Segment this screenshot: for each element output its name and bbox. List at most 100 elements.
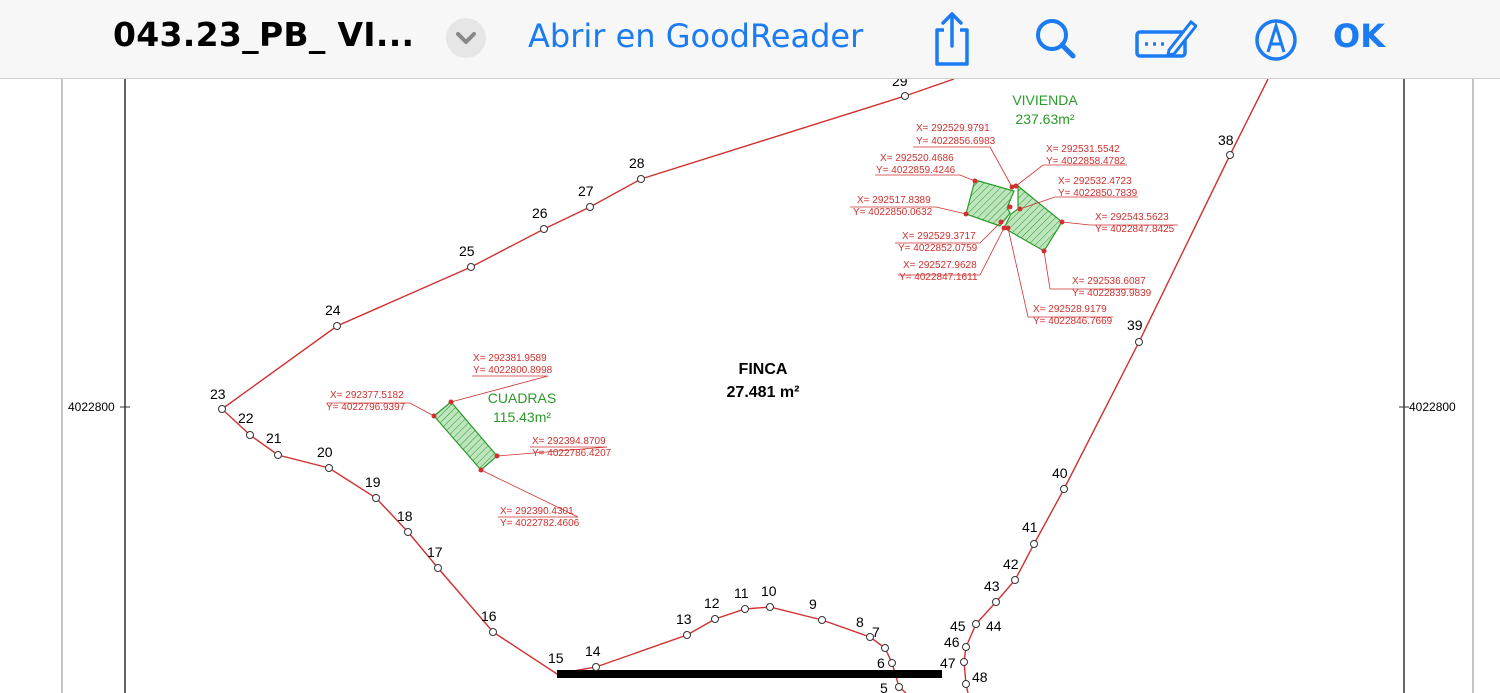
- point-16: 16: [481, 608, 497, 636]
- svg-text:18: 18: [397, 508, 413, 524]
- svg-text:40: 40: [1052, 465, 1068, 481]
- vivienda-coord-5-x: X= 292527.9628: [903, 260, 977, 271]
- point-48: 48: [962, 669, 988, 688]
- share-icon: [935, 12, 969, 66]
- svg-text:41: 41: [1022, 519, 1038, 535]
- title-menu-button[interactable]: [446, 18, 486, 58]
- vivienda-coord-10-y: Y= 4022846.7669: [1033, 316, 1113, 327]
- markup-button[interactable]: [1253, 10, 1301, 68]
- cuadras-coord-3-y: Y= 4022786.4207: [532, 448, 612, 459]
- point-5: 5: [880, 680, 903, 693]
- parcel-boundary: [220, 79, 955, 693]
- point-26: 26: [532, 205, 548, 233]
- svg-text:7: 7: [872, 624, 880, 640]
- vivienda-coord-1-y: Y= 4022856.6983: [916, 136, 996, 147]
- point-44: 44: [972, 618, 1002, 634]
- svg-text:12: 12: [704, 595, 720, 611]
- vivienda-leader-lines: [850, 146, 1178, 318]
- cuadras-coord-4-y: Y= 4022782.4606: [500, 518, 580, 529]
- point-18: 18: [397, 508, 413, 536]
- svg-text:38: 38: [1218, 132, 1234, 148]
- svg-text:6: 6: [877, 655, 885, 671]
- svg-text:5: 5: [880, 680, 888, 693]
- cuadras-leader-lines: [327, 375, 608, 518]
- point-20: 20: [317, 444, 333, 472]
- svg-text:25: 25: [459, 243, 475, 259]
- search-button[interactable]: [1030, 10, 1080, 68]
- vivienda-coord-3-y: Y= 4022850.0632: [853, 207, 933, 218]
- vivienda-hatch-b: [1004, 186, 1062, 251]
- point-6: 6: [877, 655, 896, 671]
- svg-text:20: 20: [317, 444, 333, 460]
- point-23: 23: [210, 386, 226, 413]
- vivienda-area: 237.63m²: [1015, 111, 1074, 127]
- cuadras-coord-4-x: X= 292390.4301: [500, 506, 574, 517]
- svg-text:42: 42: [1003, 556, 1019, 572]
- finca-label: FINCA: [739, 361, 788, 378]
- cuadras-coord-2-x: X= 292377.5182: [330, 390, 404, 401]
- toolbar: 043.23_PB_ VI... Abrir en GoodReader: [0, 0, 1500, 79]
- document-title[interactable]: 043.23_PB_ VI...: [113, 15, 415, 54]
- vivienda-coord-5-y: Y= 4022847.1611: [899, 272, 978, 283]
- grid-coordinate-left: 4022800: [68, 400, 115, 414]
- vivienda-vertex-markers: [963, 178, 1065, 254]
- vivienda-coord-1-x: X= 292529.9791: [916, 123, 990, 134]
- point-46: 46: [944, 634, 970, 651]
- svg-text:13: 13: [676, 611, 692, 627]
- svg-text:46: 46: [944, 634, 960, 650]
- share-button[interactable]: [927, 10, 977, 68]
- vivienda-hatch-a: [966, 180, 1014, 226]
- markup-icon: [1255, 19, 1297, 61]
- svg-text:44: 44: [986, 618, 1002, 634]
- cuadras-label: CUADRAS: [488, 390, 556, 406]
- point-41: 41: [1022, 519, 1038, 548]
- vivienda-coord-9-x: X= 292536.6087: [1072, 276, 1146, 287]
- svg-text:47: 47: [940, 655, 956, 671]
- svg-text:8: 8: [856, 614, 864, 630]
- svg-text:21: 21: [266, 430, 282, 446]
- open-in-goodreader-link[interactable]: Abrir en GoodReader: [528, 17, 864, 55]
- point-27: 27: [578, 183, 594, 211]
- vivienda-coord-8-y: Y= 4022847.8425: [1095, 224, 1175, 235]
- chevron-down-icon: [456, 32, 476, 44]
- cuadras-vertex-markers: [431, 399, 500, 473]
- point-28: 28: [629, 155, 645, 183]
- point-17: 17: [427, 544, 443, 572]
- point-47: 47: [940, 655, 968, 671]
- svg-text:29: 29: [892, 79, 908, 89]
- cuadras-area: 115.43m²: [493, 409, 551, 425]
- point-8: 8: [856, 614, 874, 641]
- svg-text:27: 27: [578, 183, 594, 199]
- vivienda-coord-10-x: X= 292528.9179: [1033, 304, 1107, 315]
- svg-text:10: 10: [761, 583, 777, 599]
- finca-area: 27.481 m²: [727, 384, 800, 401]
- point-45: 45: [950, 618, 966, 634]
- point-15: 15: [548, 650, 564, 666]
- annotate-button[interactable]: [1133, 10, 1199, 68]
- point-19: 19: [365, 474, 381, 502]
- point-7: 7: [872, 624, 889, 652]
- point-29: 29: [892, 79, 909, 100]
- parcel-boundary-east: [963, 79, 1269, 693]
- svg-text:45: 45: [950, 618, 966, 634]
- svg-text:17: 17: [427, 544, 443, 560]
- ok-button[interactable]: OK: [1333, 17, 1385, 55]
- point-12: 12: [704, 595, 720, 623]
- vivienda-coord-4-x: X= 292529.3717: [902, 231, 976, 242]
- point-14: 14: [585, 643, 601, 671]
- svg-text:19: 19: [365, 474, 381, 490]
- svg-text:11: 11: [734, 585, 749, 601]
- svg-text:9: 9: [809, 596, 817, 612]
- point-22: 22: [238, 410, 254, 439]
- vivienda-coord-9-y: Y= 4022839.9839: [1072, 288, 1152, 299]
- point-43: 43: [984, 578, 1000, 606]
- vivienda-coord-4-y: Y= 4022852.0759: [898, 243, 978, 254]
- cuadras-coord-2-y: Y= 4022796.9397: [326, 402, 406, 413]
- survey-plan[interactable]: 4022800 4022800 5 6 7 8 9 10 11 12 13 14…: [0, 79, 1500, 693]
- svg-text:48: 48: [972, 669, 988, 685]
- svg-text:26: 26: [532, 205, 548, 221]
- svg-text:39: 39: [1127, 317, 1143, 333]
- svg-text:16: 16: [481, 608, 497, 624]
- svg-text:15: 15: [548, 650, 564, 666]
- vivienda-coord-6-y: Y= 4022858.4782: [1046, 156, 1126, 167]
